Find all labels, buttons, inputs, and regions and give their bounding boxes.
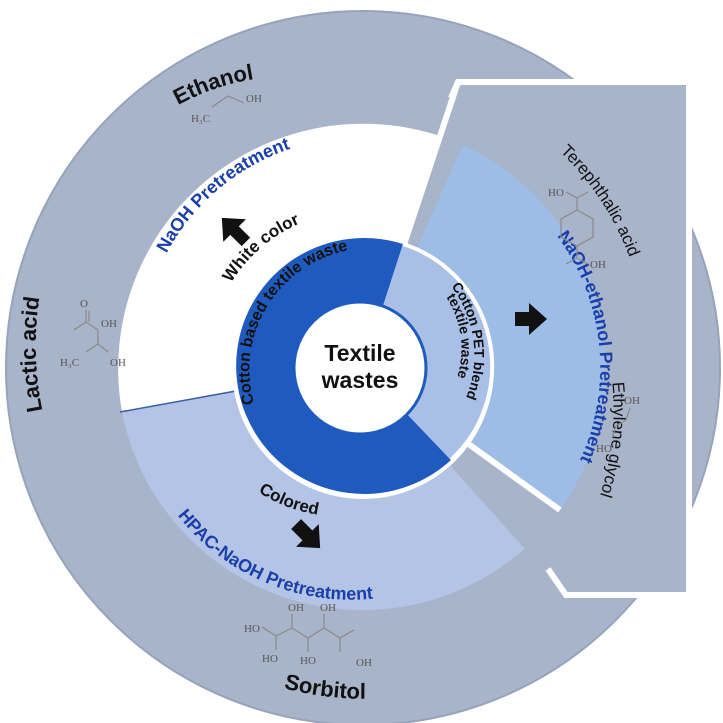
svg-text:OH: OH (101, 318, 117, 330)
svg-text:O: O (80, 298, 88, 310)
svg-text:OH: OH (110, 357, 126, 369)
svg-text:OH: OH (320, 602, 336, 614)
lactic-acid-structure: O OH OH H₃C (60, 298, 126, 369)
svg-text:HO: HO (300, 655, 316, 667)
blend-ring (363, 244, 493, 460)
outer-ring-edge (5, 10, 721, 723)
svg-text:H₃C: H₃C (191, 113, 210, 125)
svg-text:OH: OH (590, 259, 606, 271)
center-title-line1: Textile (324, 340, 395, 366)
svg-text:H₃C: H₃C (60, 357, 79, 369)
blend-ring-border (402, 242, 495, 462)
svg-text:HO: HO (596, 443, 612, 455)
svg-text:OH: OH (356, 657, 372, 669)
svg-text:HO: HO (548, 187, 564, 199)
svg-text:OH: OH (624, 395, 640, 407)
center-circle (292, 300, 428, 436)
svg-text:OH: OH (246, 93, 262, 105)
down-right-arrow-icon (291, 519, 321, 549)
svg-text:OH: OH (288, 602, 304, 614)
sorbitol-structure: HO OH OH HO HO OH (244, 602, 372, 669)
terephthalic-acid-structure: HO OH (548, 187, 606, 271)
ethanol-structure: H₃C OH (191, 93, 262, 125)
right-arrow-icon (515, 303, 547, 335)
ethylene-glycol-structure: HO OH (596, 395, 640, 455)
svg-text:HO: HO (244, 623, 260, 635)
svg-text:HO: HO (262, 653, 278, 665)
center-title-line2: wastes (321, 367, 399, 393)
up-left-arrow-icon (221, 217, 251, 247)
